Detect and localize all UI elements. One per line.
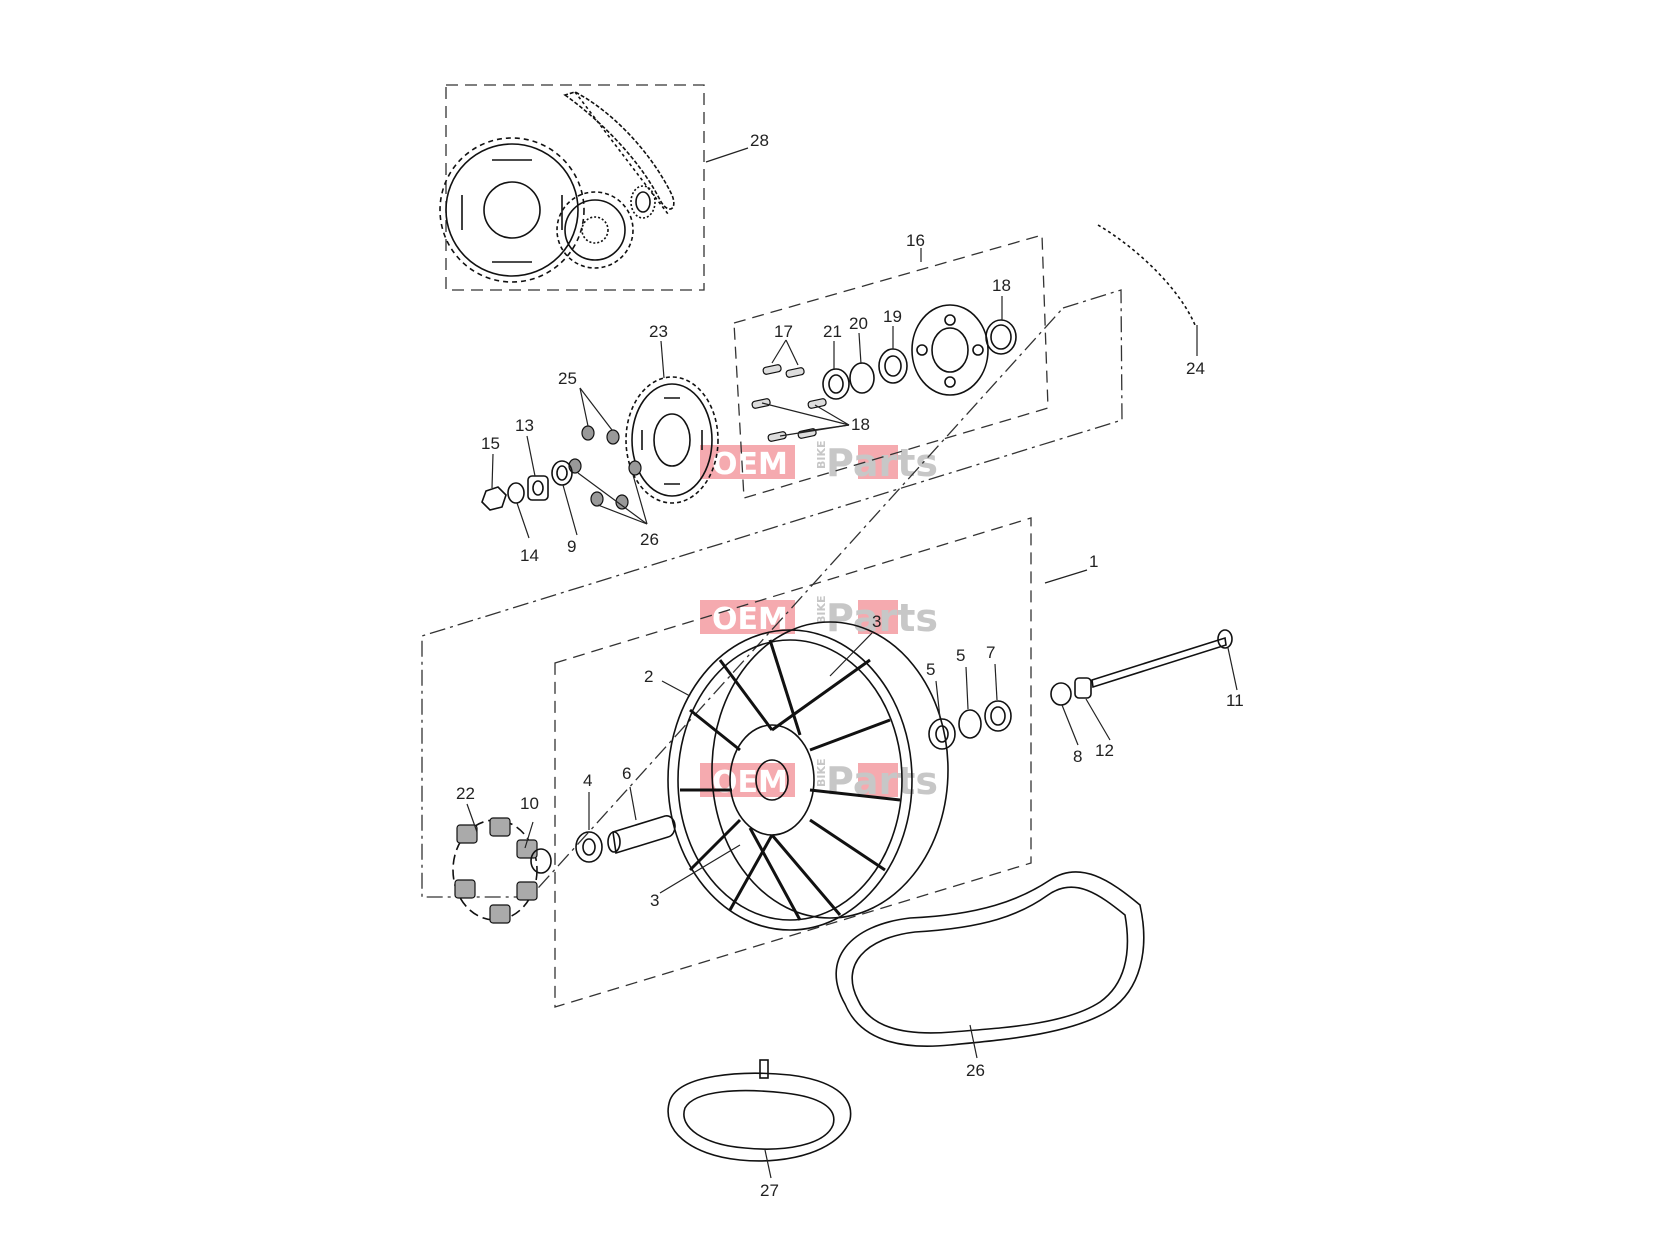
callout-18-bottom: 18 [851, 415, 870, 434]
watermark-3: OEM BIKE Parts [700, 758, 938, 803]
callout-11: 10 [520, 794, 539, 813]
washer-15 [507, 482, 525, 504]
callout-12: 11 [1226, 691, 1244, 710]
sprocket-studs [568, 425, 642, 510]
watermark-bike: BIKE [815, 440, 828, 469]
watermark-bike: BIKE [815, 758, 828, 787]
adjuster-14 [527, 475, 549, 501]
callout-19: 18 [992, 276, 1011, 295]
callout-14: 13 [515, 416, 534, 435]
callout-15: 14 [520, 546, 539, 565]
spacer-19 [985, 319, 1017, 355]
front-sprocket-kit [556, 191, 634, 269]
callout-6: 5 [956, 646, 965, 665]
callout-8: 7 [986, 643, 995, 662]
seal-8 [984, 700, 1012, 732]
circlip-6 [958, 709, 982, 739]
bearing-20 [878, 348, 908, 384]
circlip-21 [849, 362, 875, 394]
chain-25 [1097, 224, 1196, 326]
callout-23: 22 [456, 784, 475, 803]
callout-1: 1 [1089, 552, 1098, 571]
spacer-9 [1050, 682, 1072, 706]
callout-17: 16 [906, 231, 925, 250]
callout-9: 8 [1073, 747, 1082, 766]
watermark-parts: Parts [826, 759, 938, 803]
watermark-parts: Parts [826, 441, 938, 485]
callout-26-bottom: 26 [640, 530, 659, 549]
rear-wheel [667, 621, 949, 931]
group-box-17 [733, 234, 1049, 499]
callout-22: 21 [823, 322, 842, 341]
adjuster-13 [1074, 677, 1092, 699]
group-box-outer [421, 289, 1123, 898]
spacer-11 [530, 848, 552, 874]
axle-nut-16 [481, 486, 507, 511]
tyre-27 [835, 871, 1145, 1047]
bearing-5-left [575, 831, 603, 863]
callout-2: 2 [644, 667, 653, 686]
watermark-bike: BIKE [815, 595, 828, 624]
sprocket-carrier [911, 304, 989, 396]
callout-21: 20 [849, 314, 868, 333]
callout-24: 23 [649, 322, 668, 341]
callout-labels: 1 2 3 3 4 5 5 6 7 8 9 10 11 12 13 14 15 … [456, 131, 1244, 1200]
callout-20: 19 [883, 307, 902, 326]
inner-tube-28 [667, 1059, 852, 1162]
watermark-oem: OEM [712, 602, 788, 637]
callout-5-right: 5 [926, 660, 935, 679]
watermark-parts: Parts [826, 596, 938, 640]
leader-lines [466, 147, 1238, 1179]
watermark-oem: OEM [712, 765, 788, 800]
callout-10: 9 [567, 537, 576, 556]
watermark-2: OEM BIKE Parts [700, 595, 938, 640]
callout-4: 3 [650, 891, 659, 910]
drive-chain-kit [563, 91, 675, 215]
callout-25: 24 [1186, 359, 1205, 378]
callout-28: 27 [760, 1181, 779, 1200]
group-box-29 [445, 84, 705, 291]
spacer-10 [551, 460, 573, 486]
callout-16: 15 [481, 434, 500, 453]
bearing-5-right [928, 718, 956, 750]
callout-7: 6 [622, 764, 631, 783]
bearing-22 [822, 368, 850, 400]
rear-sprocket [625, 376, 719, 504]
callout-18-top: 17 [774, 322, 793, 341]
group-box-1 [554, 517, 1032, 1008]
callout-13: 12 [1095, 741, 1114, 760]
callout-27: 26 [966, 1061, 985, 1080]
callout-5-left: 4 [583, 771, 592, 790]
callout-3: 3 [872, 612, 881, 631]
rear-sprocket-kit [439, 137, 585, 283]
watermark-oem: OEM [712, 447, 788, 482]
sprocket-washer [630, 185, 656, 219]
callout-29: 28 [750, 131, 769, 150]
watermark-1: OEM BIKE Parts [700, 440, 938, 485]
rear-axle [1091, 629, 1233, 689]
callout-26-top: 25 [558, 369, 577, 388]
cush-drive-rubbers [452, 817, 538, 924]
spacer-tube-7 [607, 815, 676, 855]
